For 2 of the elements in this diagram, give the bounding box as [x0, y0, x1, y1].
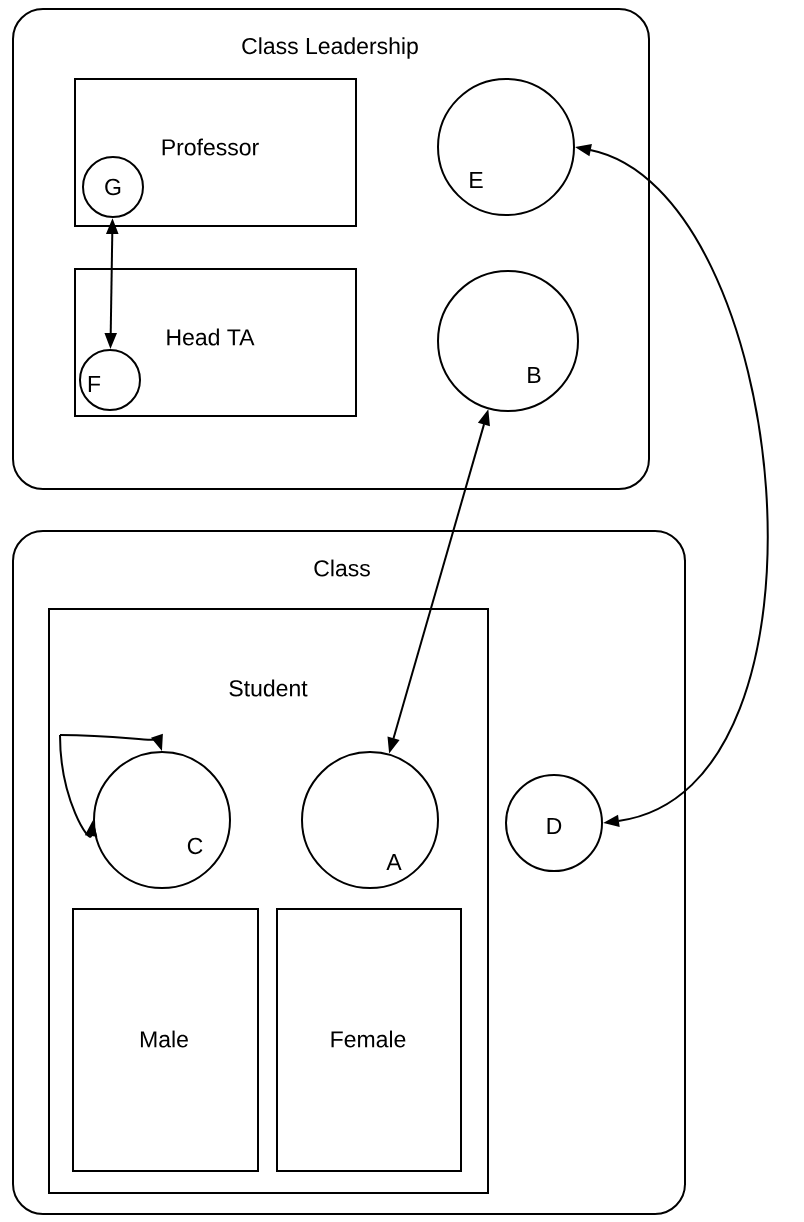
class-box: Female — [276, 908, 462, 1172]
class-box: Male — [72, 908, 259, 1172]
